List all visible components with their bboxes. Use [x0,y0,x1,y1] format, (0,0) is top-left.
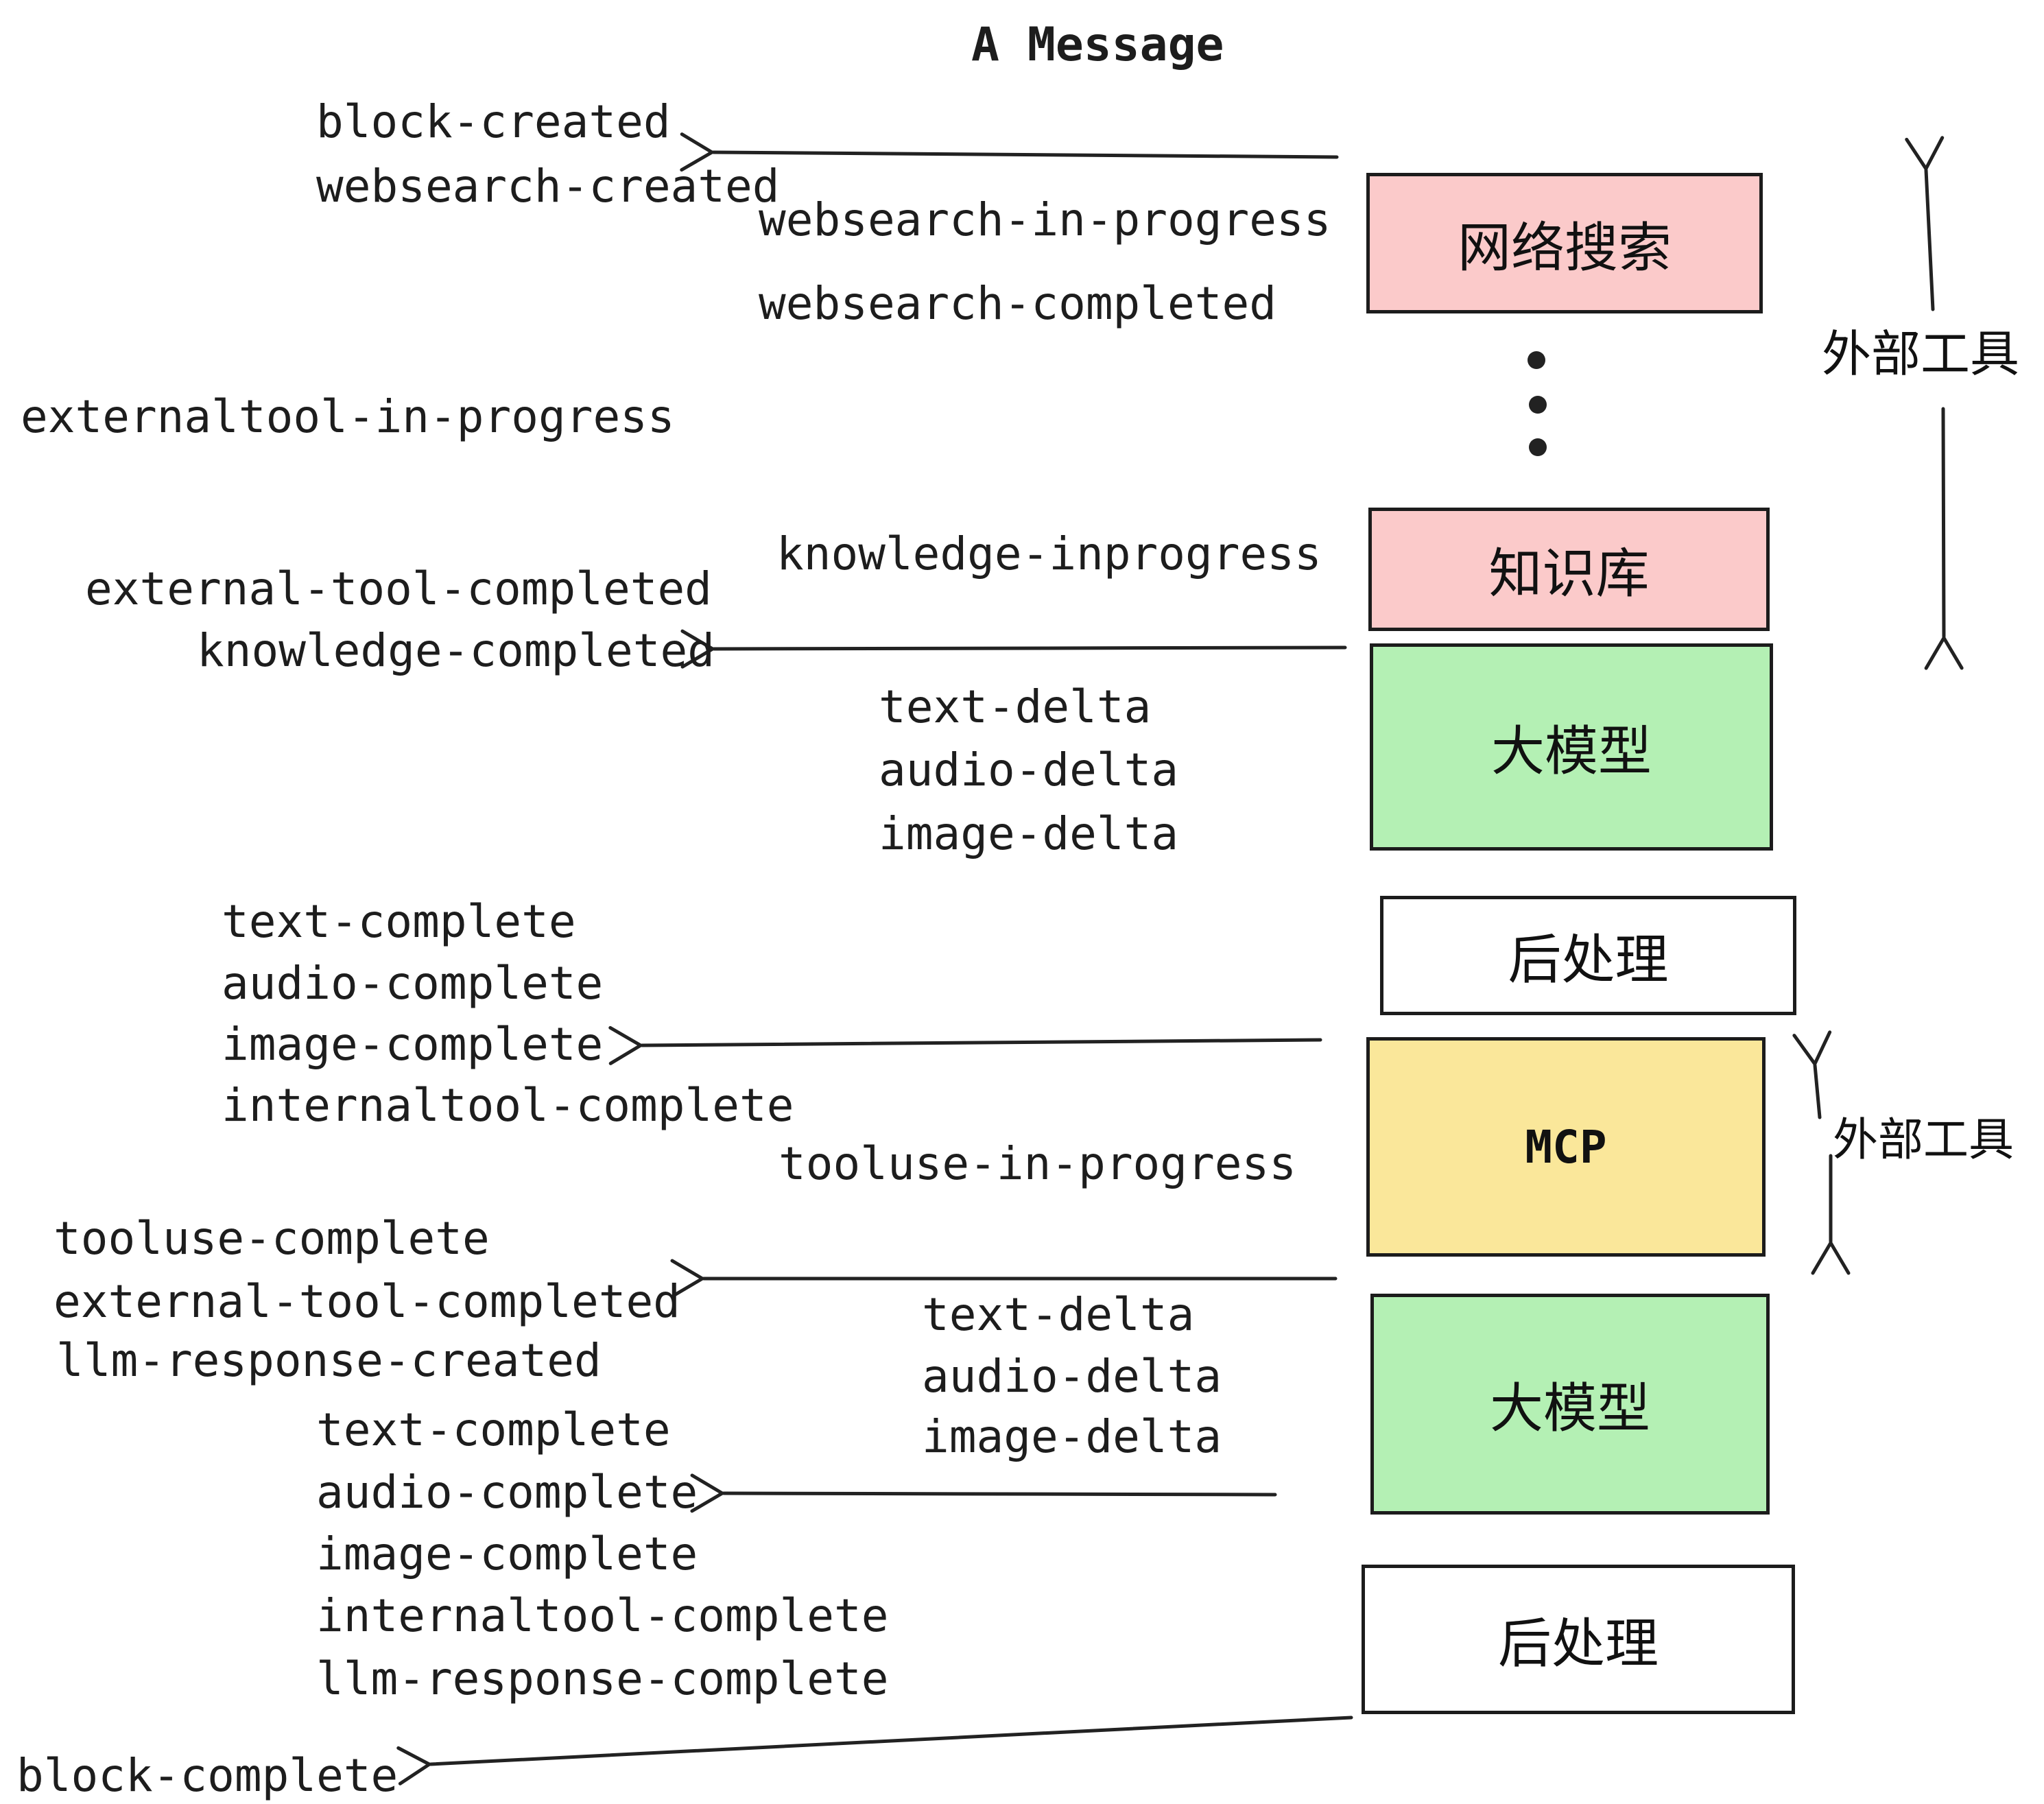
event-label-audio-complete-1: audio-complete [222,957,604,1010]
event-label-text-delta-1: text-delta [879,680,1152,733]
event-label-websearch-completed: websearch-completed [759,277,1276,330]
box-llm-1: 大模型 [1370,643,1773,851]
external-tools-up-arrow-top [1905,136,1945,311]
event-label-llm-response-created: llm-response-created [56,1334,602,1387]
event-label-llm-response-complete: llm-response-complete [316,1652,889,1705]
arrow-to-image-complete [608,1025,1322,1065]
event-label-externaltool-in-progress: externaltool-in-progress [21,390,675,443]
event-label-image-delta-1: image-delta [879,807,1179,860]
ellipsis-dot [1528,351,1545,369]
box-llm-1-label: 大模型 [1490,721,1652,781]
box-mcp: MCP [1366,1037,1766,1257]
box-postprocess-1-label: 后处理 [1508,929,1669,990]
event-label-image-complete-2: image-complete [316,1528,698,1580]
box-postprocess-2-label: 后处理 [1497,1613,1659,1674]
ellipsis-dots [1528,351,1547,456]
event-label-external-tool-completed-1: external-tool-completed [85,562,712,615]
arrow-to-audio-complete [690,1473,1277,1513]
event-label-audio-delta-1: audio-delta [879,744,1179,796]
arrow-to-block-complete [396,1716,1353,1785]
event-label-text-complete-2: text-complete [316,1403,671,1456]
external-tools-up-arrow-mid [1792,1030,1832,1119]
arrow-to-knowledge-completed [680,629,1347,669]
box-websearch: 网络搜索 [1366,173,1763,313]
box-mcp-label: MCP [1525,1120,1607,1174]
diagram-title: A Message [971,18,1224,72]
event-label-websearch-in-progress: websearch-in-progress [759,193,1331,246]
box-postprocess-2: 后处理 [1362,1565,1795,1714]
event-label-block-created: block-created [316,95,671,148]
event-label-external-tool-completed-2: external-tool-completed [54,1275,680,1328]
event-label-image-delta-2: image-delta [922,1410,1222,1463]
event-label-image-complete-1: image-complete [222,1018,604,1071]
box-llm-2: 大模型 [1370,1294,1770,1515]
external-tools-down-arrow-top [1924,407,1964,670]
event-label-audio-complete-2: audio-complete [316,1466,698,1519]
box-websearch-label: 网络搜索 [1457,217,1672,278]
event-label-audio-delta-2: audio-delta [922,1350,1222,1403]
ellipsis-dot [1529,438,1547,456]
event-label-tooluse-complete: tooluse-complete [54,1212,490,1265]
event-label-block-complete: block-complete [16,1749,399,1802]
event-label-knowledge-completed: knowledge-completed [197,624,715,677]
box-llm-2-label: 大模型 [1489,1378,1650,1438]
external-tools-annotation-mid: 外部工具 [1833,1114,2014,1165]
event-label-text-delta-2: text-delta [922,1288,1195,1341]
event-label-internaltool-complete-1: internaltool-complete [222,1079,794,1132]
arrow-to-block-created [680,132,1339,172]
event-label-text-complete-1: text-complete [222,895,576,948]
box-knowledge-base-label: 知识库 [1488,543,1650,604]
box-postprocess-1: 后处理 [1380,896,1796,1015]
external-tools-annotation-top: 外部工具 [1822,327,2020,382]
event-label-internaltool-complete-2: internaltool-complete [316,1589,889,1642]
box-knowledge-base: 知识库 [1368,508,1770,631]
event-label-tooluse-in-progress: tooluse-in-progress [779,1137,1296,1190]
event-label-websearch-created: websearch-created [316,160,780,213]
event-label-knowledge-inprogress: knowledge-inprogress [776,527,1322,580]
ellipsis-dot [1529,396,1547,414]
